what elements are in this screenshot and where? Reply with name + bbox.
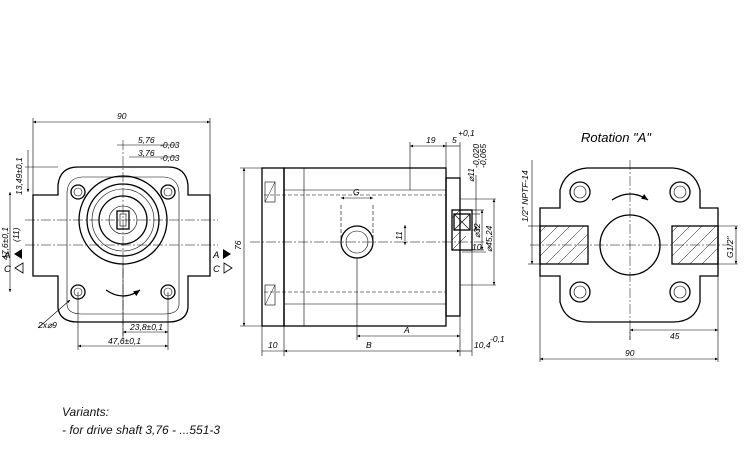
dim-19: 19 — [426, 135, 436, 145]
dim-dia-11-tol-top: -0,020 — [471, 144, 481, 168]
dim-5-tol: +0,1 — [458, 128, 475, 138]
dim-a: A — [403, 325, 410, 335]
dim-key-10: 10 — [472, 242, 482, 252]
dim-height-13-49: 13,49±0,1 — [14, 157, 24, 195]
dim-5: 5 — [452, 135, 457, 145]
dim-width-90: 90 — [117, 111, 127, 121]
dim-b: B — [366, 340, 372, 350]
section-mark-c-left: C — [4, 264, 11, 275]
variants-line: - for drive shaft 3,76 - ...551-3 — [62, 423, 221, 437]
dim-47-6: 47,6±0,1 — [108, 336, 141, 346]
dim-23-8: 23,8±0,1 — [129, 322, 163, 332]
dim-dia-11: ⌀11 — [466, 168, 476, 182]
dim-height-47-6: 47,6±0,1 — [0, 227, 10, 260]
dim-10-left: 10 — [268, 340, 278, 350]
variants-heading: Variants: — [62, 405, 109, 419]
dim-76: 76 — [233, 240, 243, 250]
dim-dia-11-tol-bottom: -0,065 — [478, 144, 488, 168]
dim-10-4: 10,4 — [474, 340, 491, 350]
dim-90: 90 — [625, 348, 635, 358]
section-mark-c-right: C — [213, 264, 220, 275]
dim-10-4-tol: -0,1 — [490, 334, 505, 344]
dim-shaft-3-76-tol: -0,03 — [160, 153, 180, 163]
dim-shaft-5-76: 5,76 — [138, 135, 155, 145]
dim-shaft-5-76-tol: -0,03 — [160, 140, 180, 150]
section-mark-a-right: A — [212, 250, 219, 261]
section-mark-a-left: A — [3, 250, 10, 261]
dim-11: 11 — [394, 231, 404, 240]
dim-thread-npt: 1/2" NPTF-14 — [520, 170, 530, 222]
dim-thread-g: G1/2" — [725, 236, 735, 258]
dim-g: G — [353, 187, 360, 197]
dim-dia-32: ⌀32 — [472, 223, 482, 238]
dim-45: 45 — [670, 331, 680, 341]
dim-dia-45-24: ⌀45,24 — [484, 225, 494, 252]
dim-offset-11: (11) — [11, 227, 21, 242]
rotation-title: Rotation "A" — [581, 130, 652, 145]
dim-shaft-3-76: 3,76 — [138, 148, 155, 158]
front-view: A C A C 90 5,76 -0,03 3,76 -0,03 13,49±0… — [0, 111, 233, 350]
dim-holes-2x9: 2x⌀9 — [37, 320, 57, 330]
side-view: G 11 76 19 5 +0,1 ⌀11 -0,020 -0,065 ⌀32 … — [233, 128, 505, 356]
rear-view: Rotation "A" — [520, 130, 738, 362]
